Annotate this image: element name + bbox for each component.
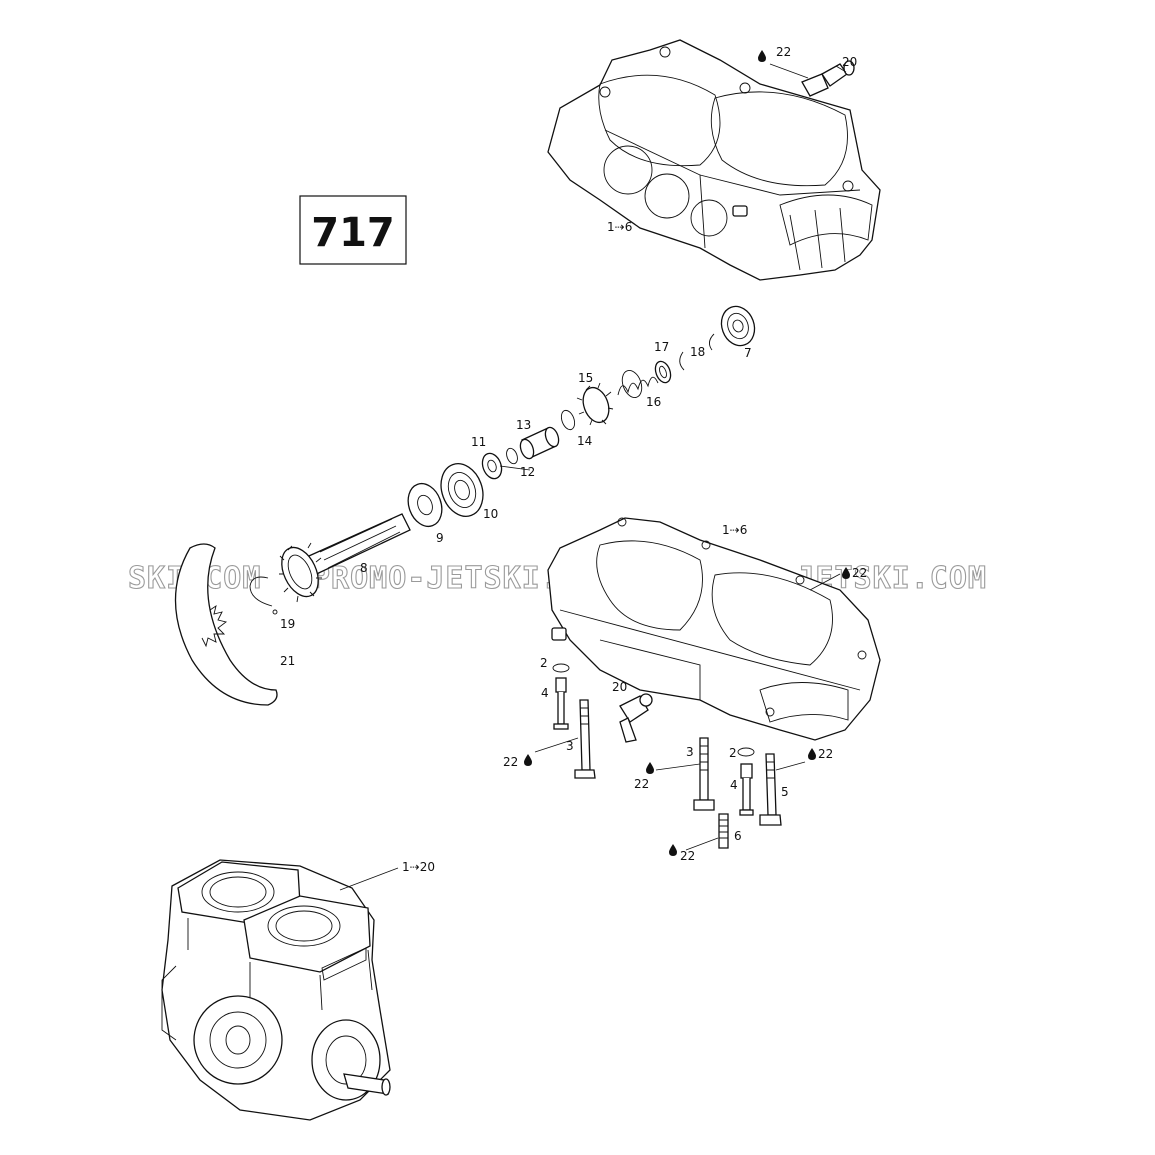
callout-13: 13 [516, 418, 531, 432]
callout-1-6-bottom: 1⇢6 [722, 523, 747, 537]
callout-4-right: 4 [730, 778, 738, 792]
callout-20-top: 20 [842, 55, 857, 69]
callout-15: 15 [578, 371, 593, 385]
callout-3-right: 3 [686, 745, 694, 759]
fitting-elbow-top [769, 60, 855, 97]
callout-2-left: 2 [540, 656, 548, 670]
callout-21: 21 [280, 654, 295, 668]
callout-9: 9 [436, 531, 444, 545]
callout-19: 19 [280, 617, 295, 631]
callout-1-20: 1⇢20 [402, 860, 435, 874]
complete-engine-assembly [161, 859, 399, 1121]
callout-22-top: 22 [776, 45, 791, 59]
callout-2-right: 2 [729, 746, 737, 760]
callout-16: 16 [646, 395, 661, 409]
callout-22-bottom: 22 [680, 849, 695, 863]
callout-22-right: 22 [818, 747, 833, 761]
callout-22-center: 22 [634, 777, 649, 791]
upper-crankcase-half [547, 39, 881, 281]
callout-4-left: 4 [541, 686, 549, 700]
drive-shaft-assembly [174, 305, 756, 706]
callout-8: 8 [360, 561, 368, 575]
oil-drop-icon [669, 844, 677, 856]
callout-1-6-top: 1⇢6 [607, 220, 632, 234]
callout-22-mid-right: 22 [852, 566, 867, 580]
callout-10: 10 [483, 507, 498, 521]
callout-11: 11 [471, 435, 486, 449]
oil-drop-icon [758, 50, 766, 62]
oil-drop-icon [808, 748, 816, 760]
callout-12: 12 [520, 465, 535, 479]
callout-14: 14 [577, 434, 592, 448]
callout-3-left: 3 [566, 739, 574, 753]
lubricant-drop-icons [524, 50, 850, 856]
callout-18: 18 [690, 345, 705, 359]
oil-drop-icon [646, 762, 654, 774]
callout-20-mid: 20 [612, 680, 627, 694]
model-number: 717 [311, 210, 395, 256]
callout-5: 5 [781, 785, 789, 799]
oil-drop-icon [842, 567, 850, 579]
callout-7: 7 [744, 346, 752, 360]
callout-22-left: 22 [503, 755, 518, 769]
model-label-box: 717 [299, 195, 407, 265]
lower-crankcase-half [547, 517, 881, 741]
callout-labels: 22 20 1⇢6 7 17 18 15 16 13 14 11 12 10 9… [280, 45, 867, 874]
fasteners [534, 663, 806, 851]
oil-drop-icon [524, 754, 532, 766]
callout-17: 17 [654, 340, 669, 354]
callout-6: 6 [734, 829, 742, 843]
